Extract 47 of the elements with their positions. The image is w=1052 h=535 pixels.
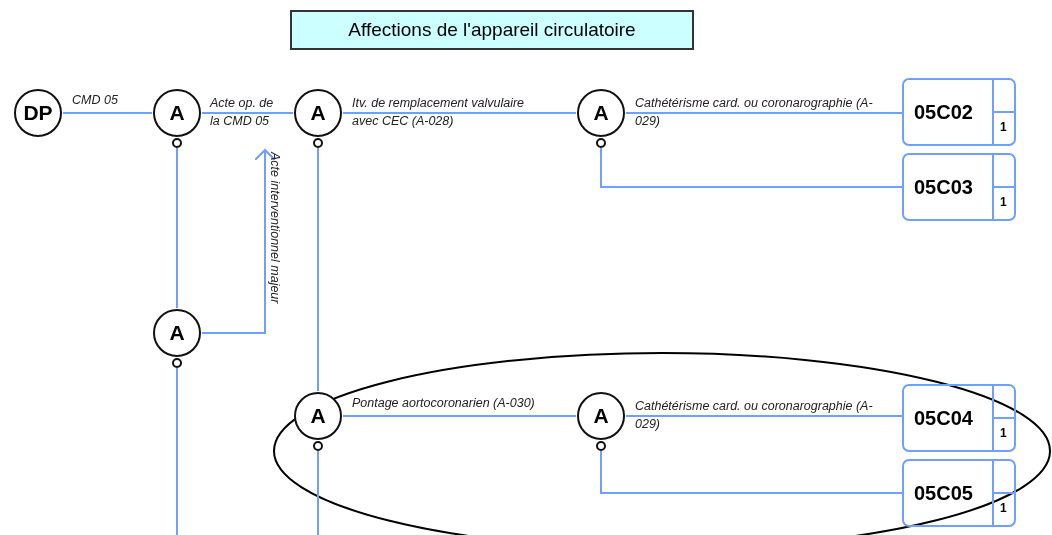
connector-line	[176, 147, 178, 309]
connector-line	[62, 112, 153, 114]
count-label: 1	[1000, 501, 1007, 515]
result-box	[902, 78, 1016, 146]
edge-label: Cathétérisme card. ou coronarographie (A-029)	[635, 398, 874, 433]
count-label: 1	[1000, 426, 1007, 440]
connector-line	[201, 112, 294, 114]
code-label: 05C03	[914, 176, 973, 199]
title-box: Affections de l'appareil circulatoire	[290, 10, 694, 50]
code-label: 05C02	[914, 101, 973, 124]
connector-line	[625, 112, 903, 114]
connector-line	[317, 450, 319, 535]
arrow	[201, 149, 276, 334]
connector-line	[600, 147, 903, 188]
connector-line	[342, 112, 577, 114]
node-label: DP	[22, 100, 54, 126]
result-box	[902, 459, 1016, 527]
node-label: A	[309, 100, 327, 126]
count-label: 1	[1000, 195, 1007, 209]
result-box	[902, 384, 1016, 452]
code-label: 05C05	[914, 482, 973, 505]
node-circle	[576, 391, 626, 451]
connector-line	[625, 415, 903, 417]
edge-label: Cathétérisme card. ou coronarographie (A-029)	[635, 95, 874, 130]
node-circle	[576, 88, 626, 148]
node-circle	[293, 88, 343, 148]
edge-label: Acte op. de la CMD 05	[210, 95, 275, 130]
edge-label: Itv. de remplacement valvulaire avec CEC (A-028)	[352, 95, 526, 130]
node-label: A	[592, 403, 610, 429]
node-label: A	[168, 320, 186, 346]
connector-line	[600, 450, 903, 494]
connector-line	[317, 147, 319, 392]
start-circle	[13, 88, 63, 138]
edge-label: CMD 05	[72, 92, 118, 109]
node-label: A	[592, 100, 610, 126]
node-circle	[152, 308, 202, 368]
connector-line	[176, 367, 178, 535]
count-label: 1	[1000, 120, 1007, 134]
code-label: 05C04	[914, 407, 973, 430]
connector-line	[342, 415, 577, 417]
edge-label: Acte interventionnel majeur	[267, 152, 283, 304]
node-circle	[293, 391, 343, 451]
node-label: A	[309, 403, 327, 429]
node-label: A	[168, 100, 186, 126]
result-box	[902, 153, 1016, 221]
edge-label: Pontage aortocoronarien (A-030)	[352, 395, 535, 412]
node-circle	[152, 88, 202, 148]
